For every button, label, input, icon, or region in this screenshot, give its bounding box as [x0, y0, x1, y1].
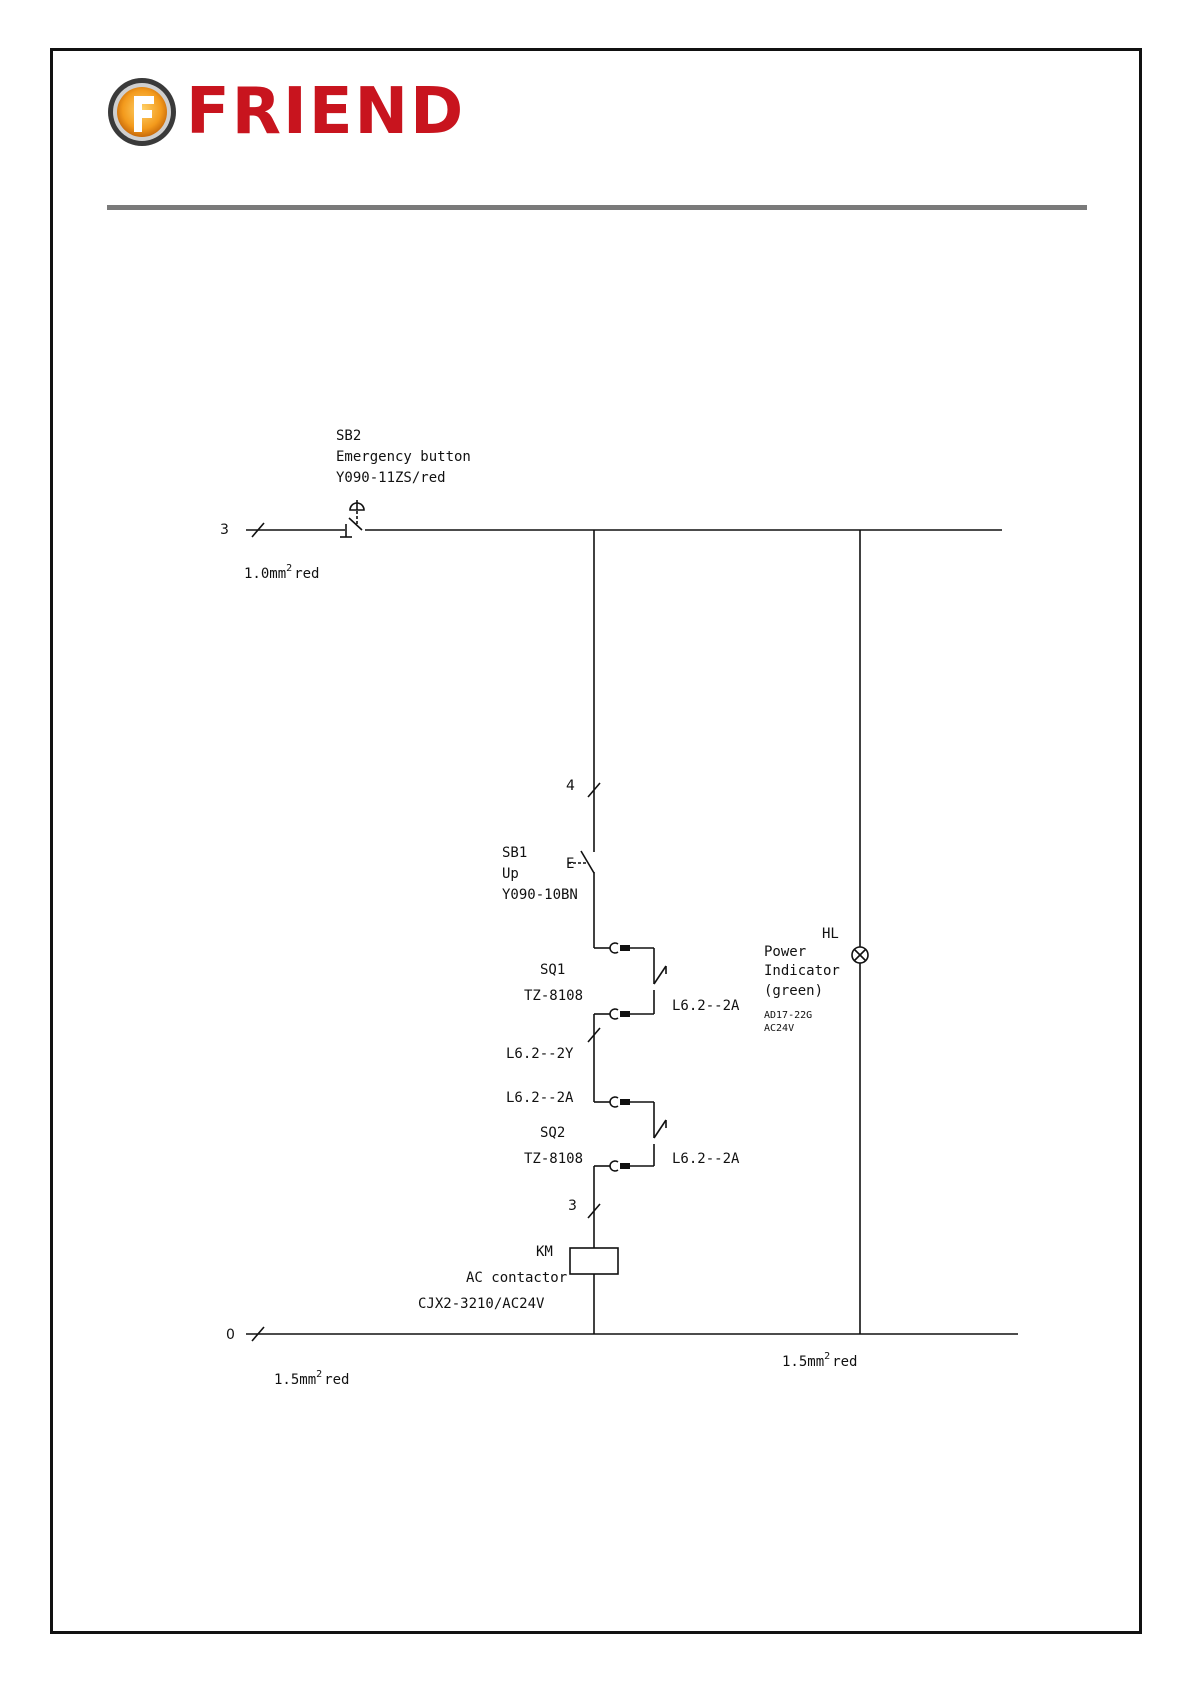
- sb1-model: Y090-10BN: [502, 887, 578, 903]
- sq2-model: TZ-8108: [524, 1151, 583, 1167]
- hl-lamp-icon: [852, 947, 868, 963]
- cable-2y: L6.2--2Y: [506, 1046, 574, 1062]
- sb2-model: Y090-11ZS/red: [336, 470, 446, 486]
- km-desc: AC contactor: [466, 1270, 567, 1286]
- sq1-id: SQ1: [540, 962, 565, 978]
- sq2-id: SQ2: [540, 1125, 565, 1141]
- hl-desc-1: Power: [764, 944, 806, 960]
- wire-3-number: 3: [568, 1198, 577, 1214]
- km-model: CJX2-3210/AC24V: [418, 1296, 545, 1312]
- sb2-emergency-switch-icon: [340, 500, 364, 537]
- hl-voltage: AC24V: [764, 1023, 794, 1034]
- sq2-cable: L6.2--2A: [672, 1151, 740, 1167]
- sq1-cable: L6.2--2A: [672, 998, 740, 1014]
- sq1-limit-switch-icon: [594, 943, 666, 1019]
- hl-model: AD17-22G: [764, 1010, 812, 1021]
- wire-bottom-number: 0: [226, 1327, 235, 1343]
- sb1-id: SB1: [502, 845, 527, 861]
- wire-top-number: 3: [220, 522, 229, 538]
- sq2-limit-switch-icon: [594, 1097, 666, 1171]
- sb1-marker: E: [566, 856, 574, 872]
- cable-2a-left: L6.2--2A: [506, 1090, 574, 1106]
- km-coil-icon: [570, 1248, 618, 1274]
- km-id: KM: [536, 1244, 553, 1260]
- sb1-desc: Up: [502, 866, 519, 882]
- sq1-model: TZ-8108: [524, 988, 583, 1004]
- hl-desc-2: Indicator: [764, 963, 840, 979]
- hl-id: HL: [822, 926, 839, 942]
- sb2-desc: Emergency button: [336, 449, 471, 465]
- sb2-id: SB2: [336, 428, 361, 444]
- wire-4-number: 4: [566, 778, 575, 794]
- hl-desc-3: (green): [764, 983, 823, 999]
